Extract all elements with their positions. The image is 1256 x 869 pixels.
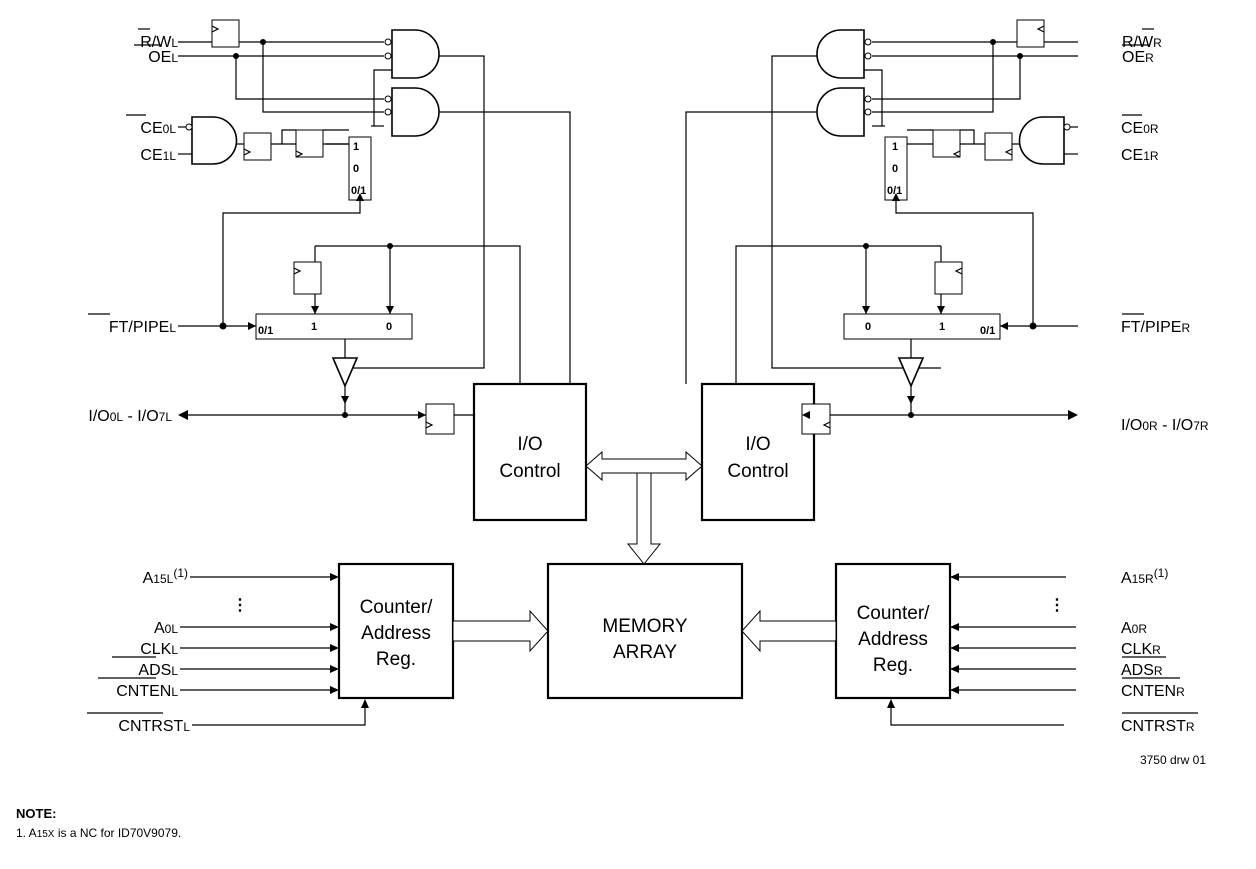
signal-ads-right: ADSR [1121,662,1163,679]
counter-right-label-2: Address [858,629,928,650]
and-gate-rw-oe-left [391,29,440,79]
register-rw-right [1016,19,1045,48]
right-address-bus-arrow [741,609,837,653]
counter-right-label-3: Reg. [873,655,913,676]
left-control-wiring [178,41,571,416]
mux-pipe-left-0: 0 [386,321,392,333]
counter-left-label-2: Address [361,623,431,644]
mux-pipe-right [843,313,1001,340]
mux-ce-left-1: 1 [353,141,359,153]
register-ce-left-1 [243,132,272,161]
signal-cntrst-right: CNTRSTR [1121,718,1195,735]
mux-ce-right-01: 0/1 [887,185,902,197]
signal-ce1-right: CE1R [1121,147,1159,164]
signal-io-right: I/O0R - I/O7R [1121,417,1209,434]
and-gate-enable-right [816,87,865,137]
ellipsis-left: ⋮ [232,597,248,614]
signal-ce0-right: CE0R [1121,120,1159,137]
signal-cnten-right: CNTENR [1121,683,1185,700]
left-signal-labels: R/WL OEL CE0L CE1L FT/PIPEL I/O0L - I/O7… [88,34,248,735]
mux-ce-right-0: 0 [892,163,898,175]
note-text: is a NC for ID70V9079. [54,826,182,840]
signal-oe-right: OER [1122,49,1154,66]
counter-left-label-3: Reg. [376,649,416,670]
memory-array-label-1: MEMORY [602,616,687,637]
mux-pipe-right-1: 1 [939,321,945,333]
logic-gates [185,29,1071,389]
and-gate-enable-left [391,87,440,137]
block-labels: I/O Control I/O Control Counter/ Address… [360,434,931,676]
memory-array-block [546,562,744,700]
note-heading: NOTE: [16,806,57,821]
signal-cntrst-left: CNTRSTL [118,718,190,735]
left-address-bus-arrow [452,609,549,653]
register-io-right [801,403,831,435]
mux-pipe-left-01: 0/1 [258,325,273,337]
signal-oe-left: OEL [148,49,178,66]
signal-a0-left: A0L [154,620,178,637]
signal-cnten-left: CNTENL [116,683,178,700]
counter-address-reg-left-block [337,562,455,700]
signal-rw-left: R/WL [140,34,178,51]
io-control-right-block [700,382,816,522]
io-control-left-block [472,382,588,522]
note-subscript: 15X [36,829,55,840]
signal-ads-left: ADSL [138,662,178,679]
overbars [87,28,1198,714]
mux-ce-left-0: 0 [353,163,359,175]
note-body: 1. A15X is a NC for ID70V9079. [16,826,181,840]
arrowheads [178,193,1078,708]
bus-arrows [452,450,837,653]
io-control-left-label-2: Control [499,461,560,482]
register-io-left [425,403,455,435]
register-pipe-left [293,261,322,295]
io-control-right-label-1: I/O [745,434,770,455]
counter-left-label-1: Counter/ [360,597,434,618]
signal-rw-right: R/WR [1122,34,1162,51]
signal-clk-right: CLKR [1121,641,1161,658]
drawing-id: 3750 drw 01 [1140,753,1206,767]
right-control-wiring [685,41,1078,416]
memory-bus-down-arrow [626,472,662,565]
and-gate-ce-left [191,116,238,165]
tristate-buffer-left [331,357,359,389]
note-prefix: 1. A [16,826,37,840]
io-control-left-label-1: I/O [517,434,542,455]
counter-address-reg-right-block [834,562,952,700]
mux-pipe-right-0: 0 [865,321,871,333]
memory-array-label-2: ARRAY [613,642,677,663]
register-ce-right-1 [984,132,1013,161]
signal-ce0-left: CE0L [140,120,176,137]
mux-ce-right-1: 1 [892,141,898,153]
register-ce-right-2 [932,129,961,158]
signal-clk-left: CLKL [140,641,178,658]
registers [211,19,1045,435]
ellipsis-right: ⋮ [1049,597,1065,614]
signal-io-left: I/O0L - I/O7L [88,408,172,425]
signal-ft-pipe-left: FT/PIPEL [109,319,176,336]
mux-pipe-left-1: 1 [311,321,317,333]
register-rw-left [211,19,240,48]
signal-a15-right: A15R(1) [1121,566,1168,587]
signal-ft-pipe-right: FT/PIPER [1121,319,1190,336]
counter-right-label-1: Counter/ [857,603,931,624]
tristate-buffer-right [897,357,925,389]
mux-pipe-right-01: 0/1 [980,325,995,337]
io-bus-double-arrow [585,450,703,482]
signal-a15-left: A15L(1) [143,566,188,587]
and-gate-ce-right [1018,116,1065,165]
signal-a0-right: A0R [1121,620,1147,637]
multiplexers: 1 0 0/1 1 0 0/1 0/1 1 0 0 1 0/1 [255,136,1001,340]
mux-pipe-left [255,313,413,340]
register-pipe-right [934,261,963,295]
signal-ce1-left: CE1L [140,147,176,164]
mux-ce-left-01: 0/1 [351,185,366,197]
io-control-right-label-2: Control [727,461,788,482]
and-gate-rw-oe-right [816,29,865,79]
junction-dots [219,39,1037,418]
register-ce-left-2 [295,129,324,158]
right-signal-labels: R/WR OER CE0R CE1R FT/PIPER I/O0R - I/O7… [1049,34,1209,735]
